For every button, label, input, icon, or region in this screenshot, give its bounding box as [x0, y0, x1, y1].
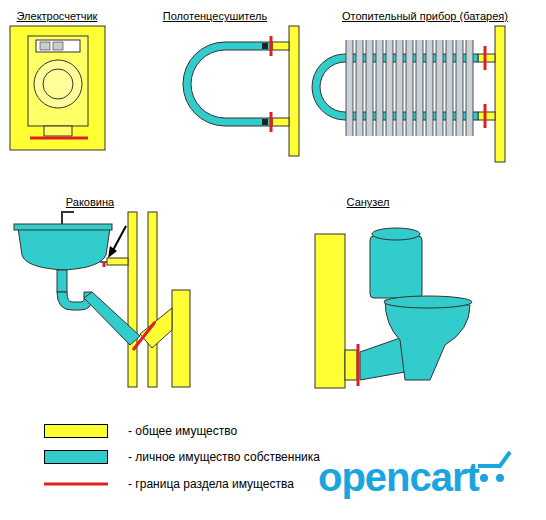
legend-text: - граница раздела имущества — [128, 477, 294, 491]
meter — [10, 26, 105, 150]
section-title: Раковина — [66, 196, 114, 209]
toilet — [315, 228, 472, 388]
legend-swatch — [44, 424, 108, 438]
watermark-cart — [478, 452, 510, 482]
section-title: Отопительный прибор (батарея) — [342, 10, 508, 23]
legend-text: - общее имущество — [128, 424, 237, 438]
legend-swatch — [44, 450, 108, 464]
section-title: Санузел — [347, 196, 390, 209]
towel-rail — [183, 26, 299, 156]
section-title: Полотенцесушитель — [163, 10, 267, 23]
legend-text: - личное имущество собственника — [128, 450, 320, 464]
legend-line-sample — [44, 483, 108, 486]
sink — [14, 212, 190, 387]
radiator — [312, 26, 505, 162]
section-title: Электросчетчик — [17, 10, 98, 23]
watermark: opencart — [318, 455, 479, 499]
